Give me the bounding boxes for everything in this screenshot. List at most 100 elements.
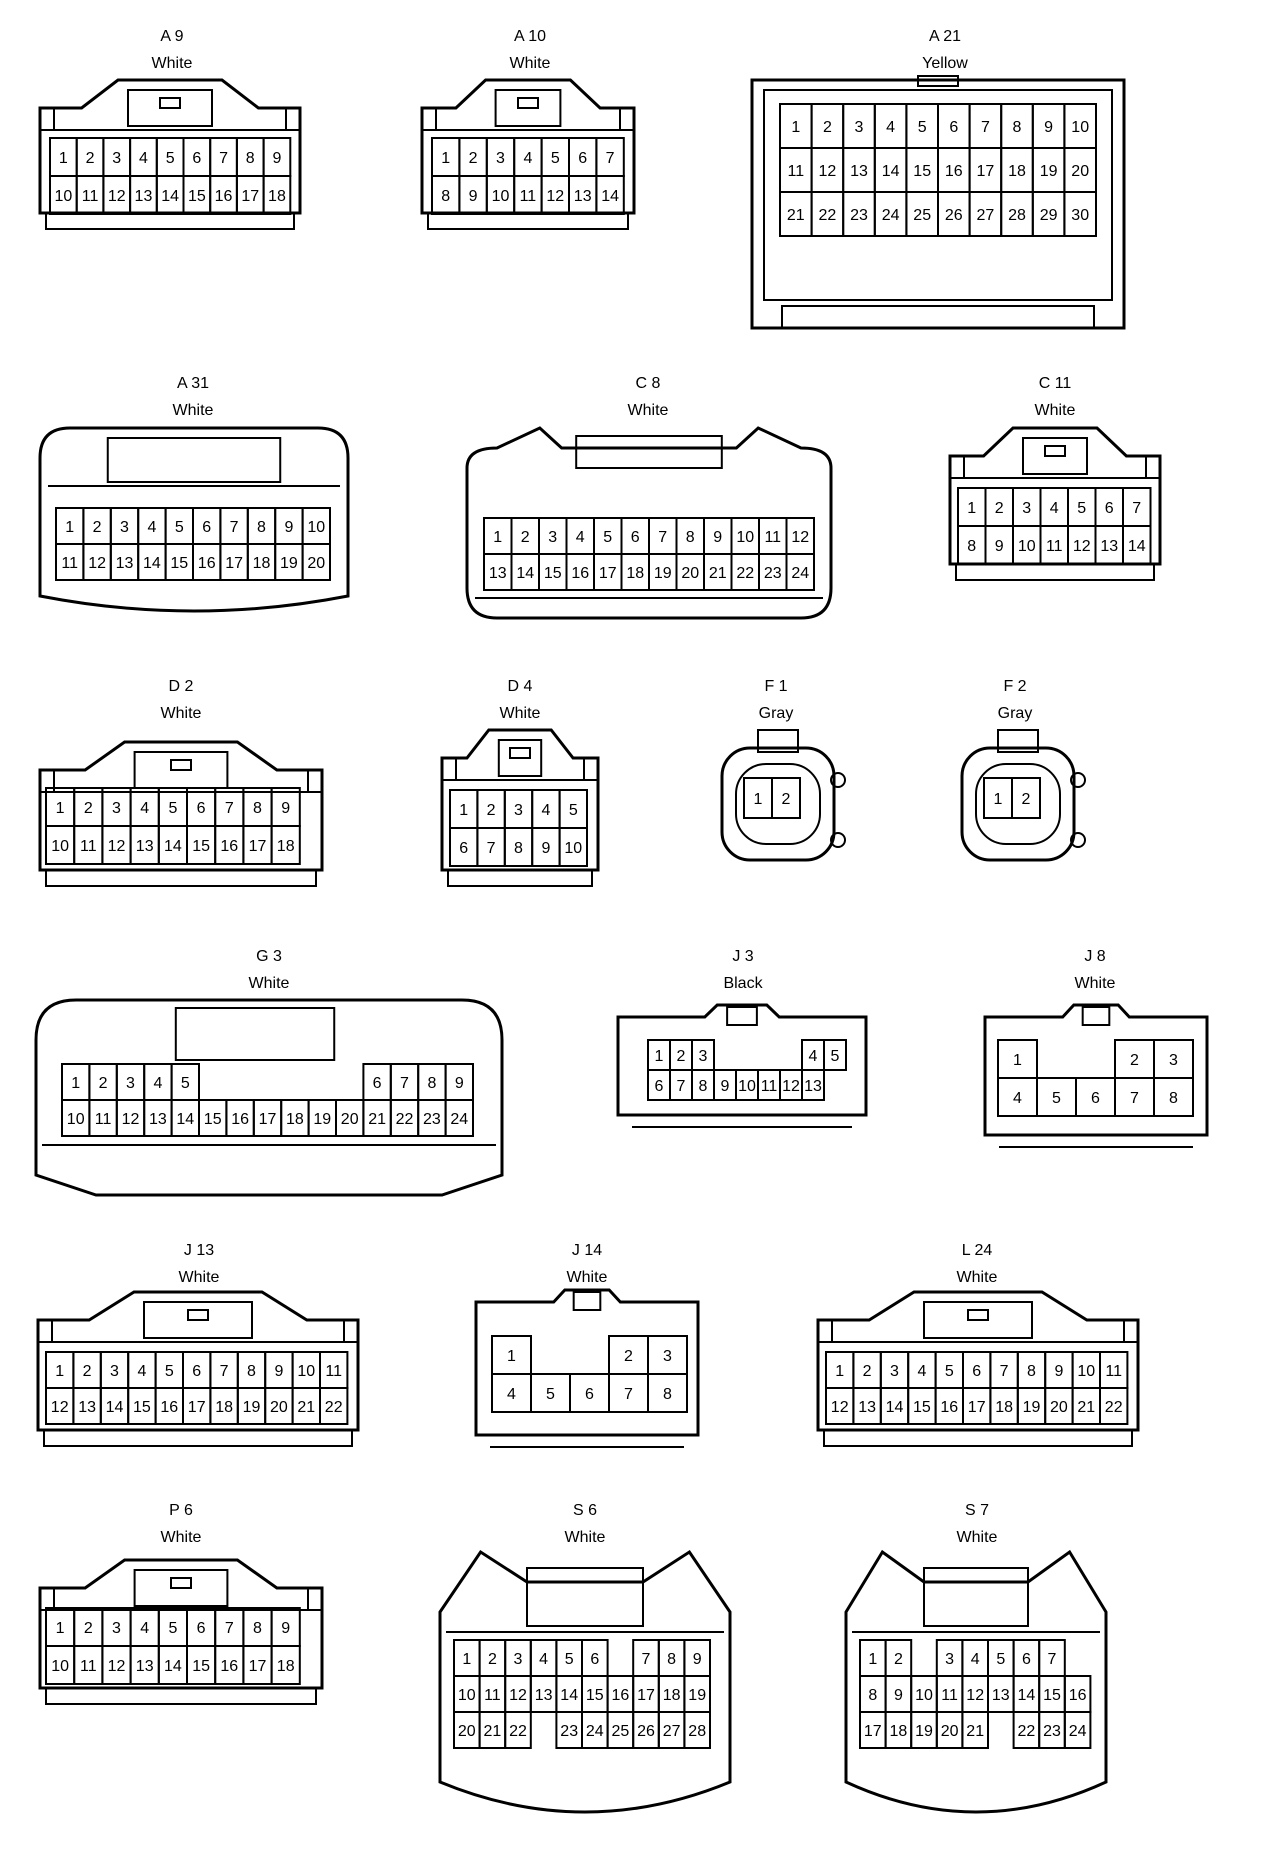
pin-number: 4 <box>886 119 895 136</box>
pin-number: 14 <box>1128 538 1146 555</box>
pin-number: 19 <box>915 1723 933 1740</box>
pin-number: 4 <box>507 1386 516 1403</box>
pin-number: 10 <box>736 529 754 546</box>
pin-number: 20 <box>1050 1399 1068 1416</box>
pin-number: 6 <box>972 1363 981 1380</box>
pin-number: 11 <box>787 163 804 180</box>
pin-number: 8 <box>667 1651 676 1668</box>
pin-number: 5 <box>175 519 184 536</box>
pin-number: 2 <box>86 150 95 167</box>
pin-number: 12 <box>509 1687 527 1704</box>
pin-number: 22 <box>509 1723 527 1740</box>
pin-number: 12 <box>546 188 564 205</box>
pin-number: 19 <box>280 555 298 572</box>
pin-number: 11 <box>520 188 537 205</box>
pin-number: 3 <box>663 1348 672 1365</box>
pin-number: 7 <box>606 150 615 167</box>
pin-number: 12 <box>108 188 126 205</box>
pin-number: 20 <box>941 1723 959 1740</box>
pin-number: 13 <box>804 1078 822 1095</box>
pin-number: 2 <box>93 519 102 536</box>
pin-number: 8 <box>246 150 255 167</box>
pin-number: 10 <box>738 1078 756 1095</box>
pin-number: 15 <box>133 1399 151 1416</box>
pin-number: 4 <box>140 1620 149 1637</box>
pin-number: 9 <box>541 840 550 857</box>
pin-number: 1 <box>462 1651 471 1668</box>
pin-number: 3 <box>112 800 121 817</box>
pin-number: 1 <box>967 500 976 517</box>
pin-number: 4 <box>541 802 550 819</box>
pin-number: 16 <box>940 1399 958 1416</box>
pin-number: 2 <box>894 1651 903 1668</box>
pin-number: 5 <box>546 1386 555 1403</box>
pin-number: 9 <box>281 1620 290 1637</box>
pin-number: 2 <box>823 119 832 136</box>
pin-number: 7 <box>1048 1651 1057 1668</box>
connector-code-c11: C 11 <box>1038 375 1072 392</box>
pin-number: 9 <box>995 538 1004 555</box>
pin-number: 1 <box>868 1651 877 1668</box>
pin-number: 9 <box>455 1075 464 1092</box>
pin-number: 11 <box>61 555 78 572</box>
pin-number: 8 <box>427 1075 436 1092</box>
pin-number: 1 <box>1013 1052 1022 1069</box>
pin-number: 16 <box>945 163 963 180</box>
pin-number: 4 <box>1013 1090 1022 1107</box>
connector-code-j14: J 14 <box>571 1242 603 1259</box>
pin-number: 14 <box>106 1399 124 1416</box>
pin-number: 1 <box>835 1363 844 1380</box>
pin-number: 9 <box>284 519 293 536</box>
pin-cell <box>1011 777 1041 819</box>
pin-number: 19 <box>313 1111 331 1128</box>
pin-number: 7 <box>225 1620 234 1637</box>
pin-number: 14 <box>886 1399 904 1416</box>
pin-cell <box>1122 525 1152 565</box>
pin-number: 29 <box>1040 207 1058 224</box>
pin-number: 23 <box>764 565 782 582</box>
pin-number: 4 <box>147 519 156 536</box>
pin-number: 6 <box>585 1386 594 1403</box>
pin-number: 4 <box>137 1363 146 1380</box>
pin-number: 21 <box>368 1111 386 1128</box>
pin-number: 1 <box>59 150 68 167</box>
pin-number: 10 <box>54 188 72 205</box>
pin-number: 17 <box>637 1687 655 1704</box>
pin-number: 6 <box>459 840 468 857</box>
pin-number: 12 <box>819 163 837 180</box>
pin-number: 8 <box>253 1620 262 1637</box>
pin-cell <box>1063 191 1098 237</box>
pin-number: 11 <box>764 529 781 546</box>
pin-number: 20 <box>1071 163 1089 180</box>
pin-number: 5 <box>168 1620 177 1637</box>
connector-code-s6: S 6 <box>572 1502 597 1519</box>
pin-number: 27 <box>663 1723 681 1740</box>
pin-number: 13 <box>149 1111 167 1128</box>
pin-number: 15 <box>544 565 562 582</box>
pin-number: 3 <box>890 1363 899 1380</box>
pin-cell <box>801 1069 825 1101</box>
pin-number: 16 <box>1069 1687 1087 1704</box>
pin-number: 12 <box>108 1658 126 1675</box>
pin-number: 5 <box>1077 500 1086 517</box>
pin-number: 11 <box>325 1363 342 1380</box>
pin-number: 8 <box>1169 1090 1178 1107</box>
pin-number: 3 <box>496 150 505 167</box>
pin-number: 24 <box>586 1723 604 1740</box>
pin-number: 7 <box>1130 1090 1139 1107</box>
pin-number: 6 <box>655 1078 664 1095</box>
pin-number: 14 <box>560 1687 578 1704</box>
pin-number: 15 <box>913 163 931 180</box>
pin-number: 12 <box>108 838 126 855</box>
pin-cell <box>262 175 292 215</box>
pin-number: 5 <box>551 150 560 167</box>
pin-number: 3 <box>548 529 557 546</box>
pin-number: 10 <box>1018 538 1036 555</box>
pin-number: 6 <box>590 1651 599 1668</box>
connector-code-a10: A 10 <box>513 28 547 45</box>
pin-number: 2 <box>1022 791 1031 808</box>
pin-number: 13 <box>78 1399 96 1416</box>
pin-cell <box>319 1387 349 1425</box>
